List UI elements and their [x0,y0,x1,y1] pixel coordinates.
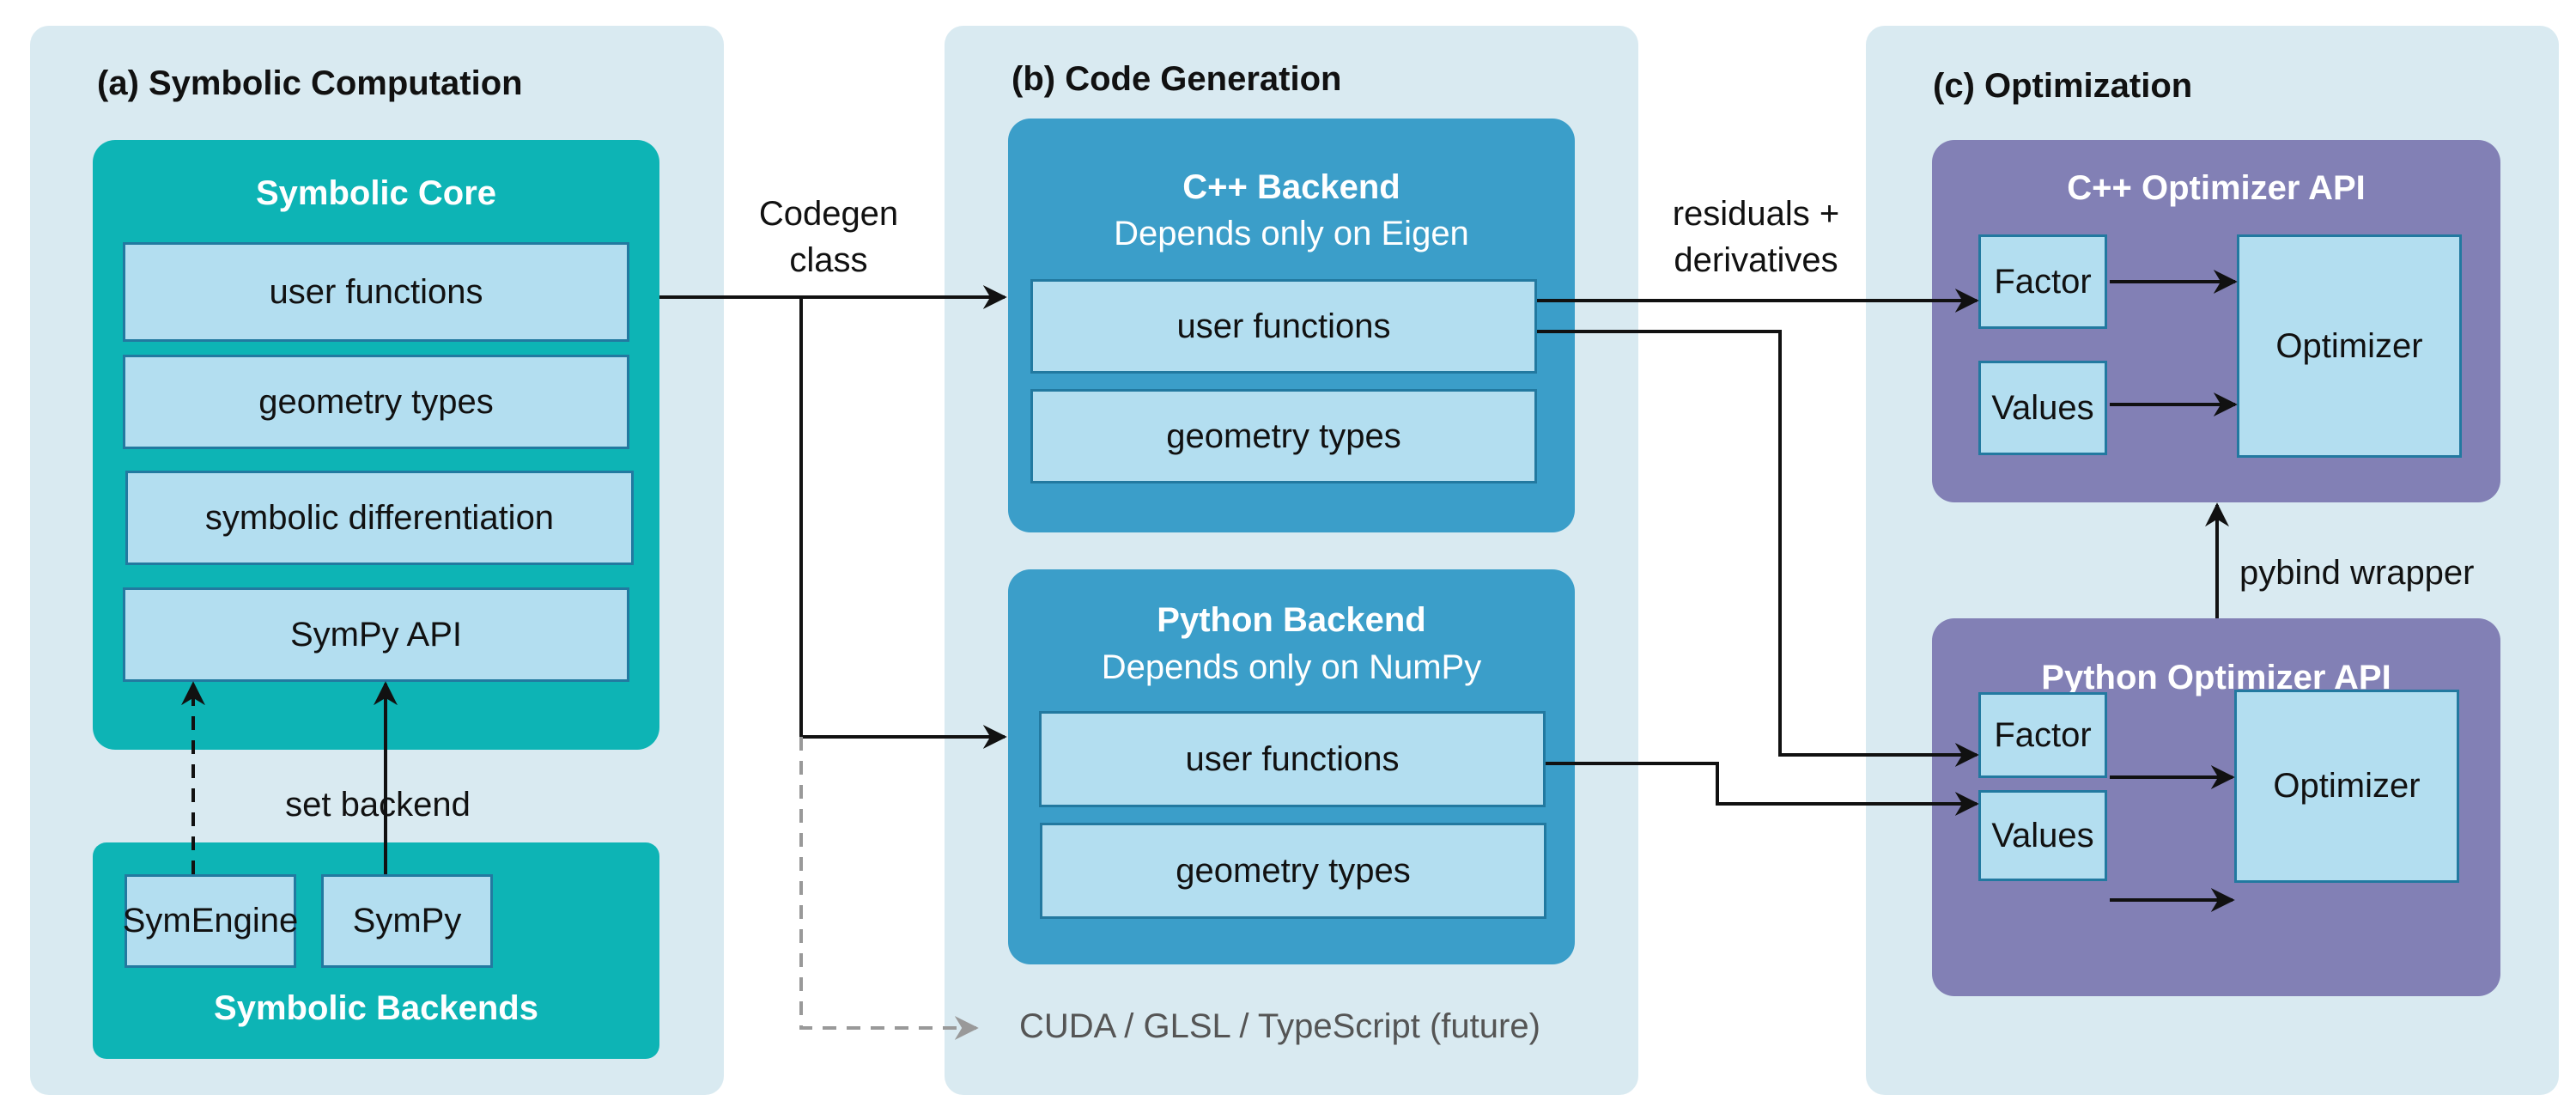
cpp-geometry-types[interactable]: geometry types [1030,389,1537,483]
cpp-optimizer-api-title: C++ Optimizer API [2067,169,2366,207]
codegen-label-line1: Codegen [758,195,899,233]
panel-b-title: (b) Code Generation [1012,60,1342,98]
python-optimizer-box[interactable]: Optimizer [2234,690,2459,883]
python-backend-title: Python Backend [1157,601,1426,639]
panel-c-title: (c) Optimization [1933,67,2193,105]
python-backend-subtitle: Depends only on NumPy [1101,648,1482,686]
cpp-optimizer-box[interactable]: Optimizer [2237,234,2462,458]
python-geometry-types[interactable]: geometry types [1040,823,1546,919]
codegen-label-line2: class [789,241,868,279]
set-backend-label: set backend [285,786,471,824]
cpp-values-box[interactable]: Values [1978,361,2107,455]
symbolic-core-title: Symbolic Core [255,174,497,212]
cpp-factor-box[interactable]: Factor [1978,234,2107,329]
residuals-derivatives-label: residuals + derivatives [1649,191,1863,283]
core-geometry-types[interactable]: geometry types [123,355,629,449]
cpp-user-functions[interactable]: user functions [1030,279,1537,374]
symbolic-backends-title: Symbolic Backends [214,989,538,1027]
python-values-box[interactable]: Values [1978,790,2107,881]
core-sympy-api[interactable]: SymPy API [123,587,629,682]
future-backends-label: CUDA / GLSL / TypeScript (future) [1019,1007,1540,1045]
cpp-backend-subtitle: Depends only on Eigen [1114,215,1469,252]
python-user-functions[interactable]: user functions [1039,711,1546,807]
codegen-class-label: Codegen class [721,191,936,283]
python-factor-box[interactable]: Factor [1978,692,2107,778]
core-symbolic-differentiation[interactable]: symbolic differentiation [125,471,634,565]
backend-sympy[interactable]: SymPy [321,874,493,968]
cpp-backend-title: C++ Backend [1182,168,1400,206]
residuals-label-line1: residuals + [1672,195,1840,233]
core-user-functions[interactable]: user functions [123,242,629,342]
backend-symengine[interactable]: SymEngine [123,874,298,968]
panel-a-title: (a) Symbolic Computation [97,64,523,102]
residuals-label-line2: derivatives [1674,241,1838,279]
pybind-wrapper-label: pybind wrapper [2239,554,2475,592]
